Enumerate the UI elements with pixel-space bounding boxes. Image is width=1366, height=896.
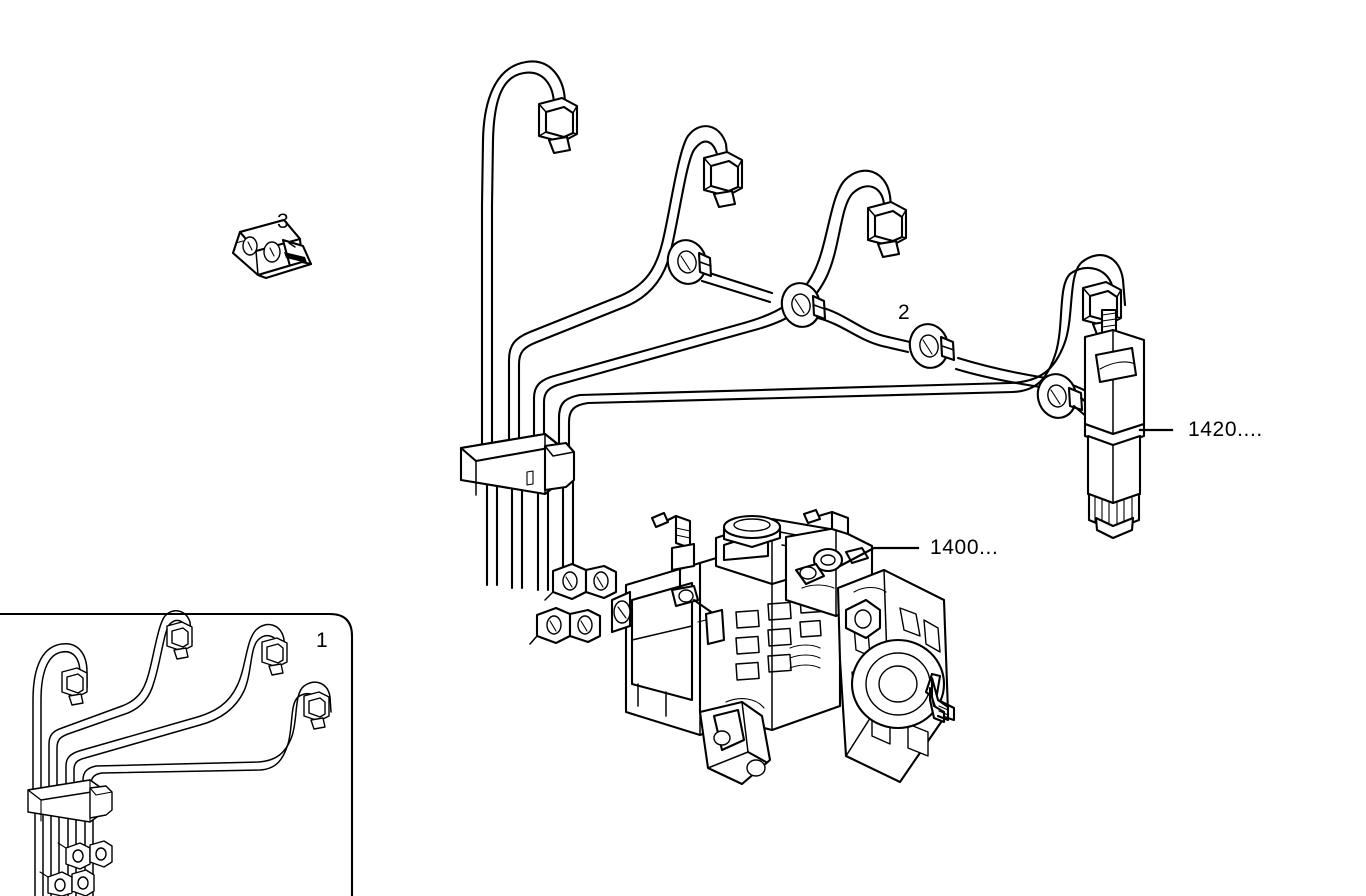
banjo-eye-4 <box>1036 373 1084 419</box>
injection-pump <box>610 508 956 786</box>
banjo-eye-2 <box>780 282 827 328</box>
callout-leakoff-2: 2 <box>898 301 910 324</box>
union-nut-pipe-3 <box>866 200 908 259</box>
callout-inset-1: 1 <box>316 629 328 652</box>
union-nut-pipe-1 <box>537 96 579 155</box>
inset-union-nuts <box>61 621 330 730</box>
union-nut-pipe-2 <box>702 150 744 209</box>
injection-pipe-1 <box>480 60 567 587</box>
inset-pipe-set <box>32 610 332 896</box>
inset-end-fittings <box>39 840 113 896</box>
injection-pipe-3 <box>532 169 895 592</box>
banjo-eye-1 <box>666 239 713 285</box>
delivery-union-nuts <box>529 562 618 645</box>
part-label-injector: 1420.... <box>1188 418 1263 441</box>
pipe-clamp-block <box>459 432 576 496</box>
part-label-injection-pump: 1400... <box>930 536 999 559</box>
injection-pipe-4 <box>557 254 1127 595</box>
leader-pump <box>838 546 920 568</box>
inset-clamp-block <box>27 779 113 823</box>
banjo-eye-3 <box>908 323 956 369</box>
injector-assembly <box>1083 308 1146 540</box>
bracket-item-3 <box>231 218 313 280</box>
callout-bracket-3: 3 <box>277 210 289 233</box>
